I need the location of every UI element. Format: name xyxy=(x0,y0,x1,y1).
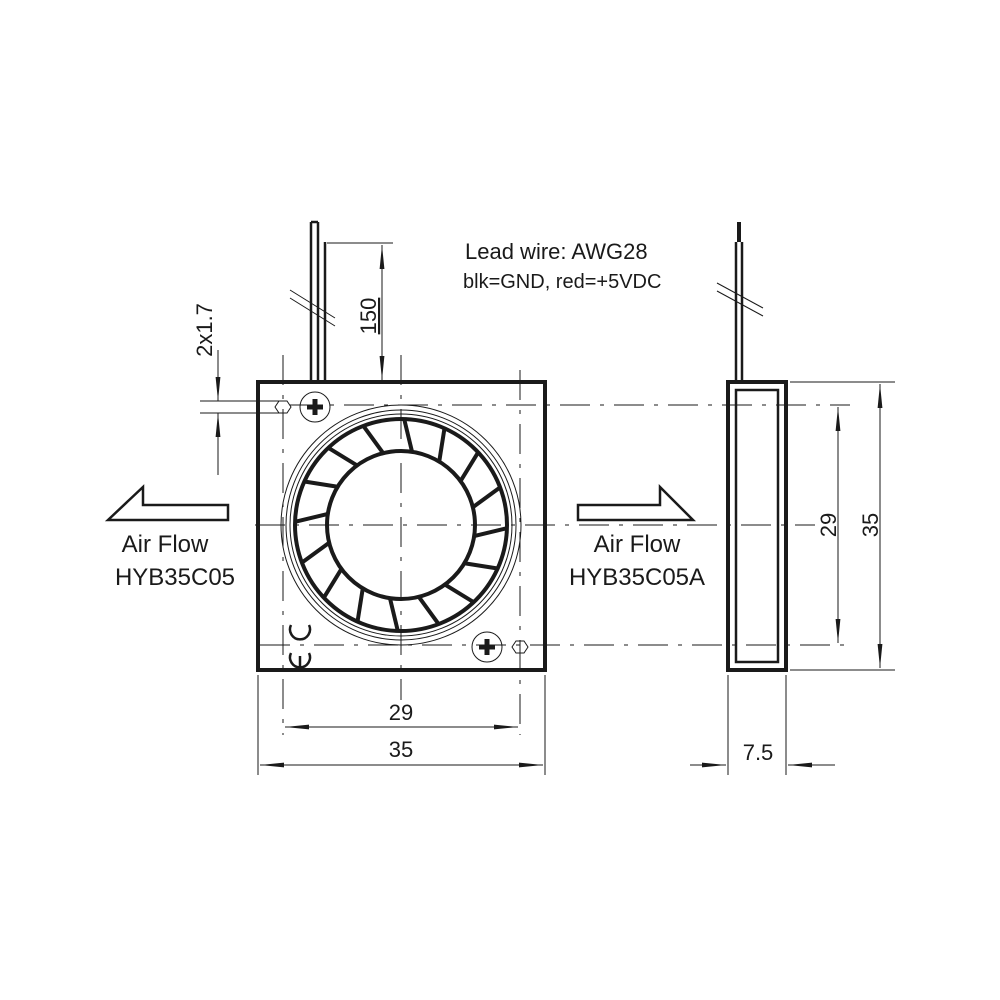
hole-dim: 2x1.7 xyxy=(192,303,217,357)
blade xyxy=(417,595,441,626)
model-left: HYB35C05 xyxy=(115,564,235,591)
side-height-dim: 35 xyxy=(858,513,883,537)
hole-spacing-dim: 29 xyxy=(389,700,413,725)
blade xyxy=(361,424,385,455)
airflow-label-left: Air Flow xyxy=(122,531,209,558)
blade xyxy=(304,479,338,489)
lead-wires xyxy=(289,220,336,382)
model-right: HYB35C05A xyxy=(569,564,705,591)
lead-wire-note: Lead wire: AWG28 xyxy=(465,239,648,264)
side-hole-spacing-dim: 29 xyxy=(816,513,841,537)
blade xyxy=(387,597,400,632)
front-view: 150 2x1.7 29 35 Air Flow HYB35C05 xyxy=(104,220,547,775)
blade xyxy=(464,561,498,571)
blade xyxy=(294,511,329,524)
blade xyxy=(327,446,359,468)
outer-ring xyxy=(280,404,522,646)
blade xyxy=(458,451,480,483)
center-lines xyxy=(255,355,850,735)
blade xyxy=(437,428,447,462)
blade xyxy=(402,418,415,453)
fan-frame xyxy=(256,380,547,672)
blade xyxy=(300,541,331,565)
blade xyxy=(473,526,508,539)
width-dim: 35 xyxy=(389,737,413,762)
blade xyxy=(322,567,344,599)
airflow-arrow-right xyxy=(576,483,697,522)
thickness-dim: 7.5 xyxy=(743,740,774,765)
blade xyxy=(355,588,365,622)
blade xyxy=(443,582,475,604)
side-view: 29 35 7.5 xyxy=(690,222,895,775)
lead-wire-colors: blk=GND, red=+5VDC xyxy=(463,271,661,293)
screw-icon xyxy=(471,631,503,663)
airflow-arrow-left xyxy=(104,484,230,522)
hub xyxy=(325,449,477,601)
airflow-label-right: Air Flow xyxy=(594,531,681,558)
blade-ring xyxy=(293,417,509,633)
side-frame xyxy=(726,380,788,672)
screw-icon xyxy=(299,391,331,423)
wire-length-dim: 150 xyxy=(356,298,381,335)
impeller-blades xyxy=(293,417,509,633)
ce-mark xyxy=(288,624,312,671)
mounting-hole xyxy=(274,400,292,414)
mounting-hole xyxy=(511,640,529,654)
blade xyxy=(471,485,502,509)
